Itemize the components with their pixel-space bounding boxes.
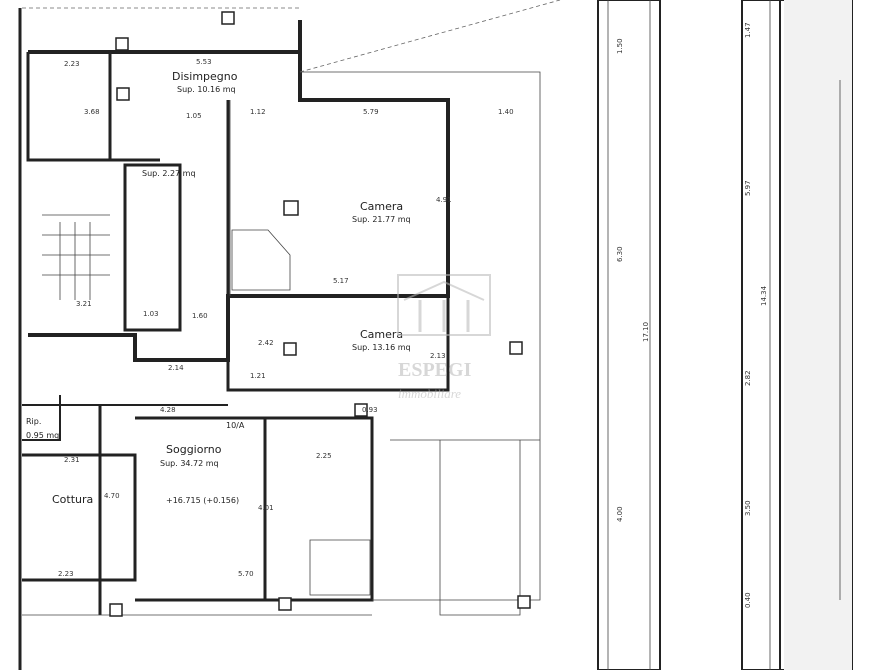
room-area-camera-2: Sup. 13.16 mq bbox=[352, 343, 411, 352]
dim-label: 0.40 bbox=[744, 592, 752, 608]
dim-label: 5.70 bbox=[238, 570, 254, 578]
dim-label: 6.30 bbox=[616, 246, 624, 262]
watermark-sub: immobiliare bbox=[398, 386, 461, 401]
room-name-camera-2: Camera bbox=[360, 328, 403, 341]
dim-label: 2.42 bbox=[258, 339, 274, 347]
column-markers bbox=[109, 11, 531, 617]
dim-label: 5.17 bbox=[333, 277, 349, 285]
dimension-labels: 5.53 2.23 3.68 1.05 1.12 5.79 1.40 4.91 … bbox=[58, 22, 768, 608]
dim-label: 5.79 bbox=[363, 108, 379, 116]
dim-label: 4.01 bbox=[258, 504, 274, 512]
dim-label: 2.13 bbox=[430, 352, 446, 360]
level-mark: +16.715 (+0.156) bbox=[166, 496, 239, 505]
dim-label: 1.21 bbox=[250, 372, 266, 380]
room-name-soggiorno: Soggiorno bbox=[166, 443, 222, 456]
dim-label: 2.23 bbox=[58, 570, 74, 578]
dim-label: 4.28 bbox=[160, 406, 176, 414]
watermark-logo: ESPEGI immobiliare bbox=[397, 274, 491, 401]
dim-label: 4.70 bbox=[104, 492, 120, 500]
dim-label: 3.50 bbox=[744, 500, 752, 516]
room-area-wardrobe: Sup. 2.27 mq bbox=[142, 169, 196, 178]
dim-label: 3.21 bbox=[76, 300, 92, 308]
unit-label: 10/A bbox=[226, 421, 245, 430]
watermark-brand: ESPEGI bbox=[398, 359, 472, 381]
elevation-strips bbox=[597, 0, 853, 670]
dim-label: 4.00 bbox=[616, 506, 624, 522]
secondary-lines bbox=[22, 0, 561, 616]
room-area-camera-1: Sup. 21.77 mq bbox=[352, 215, 411, 224]
room-name-cottura: Cottura bbox=[52, 493, 93, 506]
dim-label: 1.47 bbox=[744, 22, 752, 38]
room-name-rip: Rip. bbox=[26, 417, 41, 426]
dim-label: 2.14 bbox=[168, 364, 184, 372]
room-name-disimpegno: Disimpegno bbox=[172, 70, 238, 83]
walls bbox=[18, 8, 450, 670]
dim-label: 14.34 bbox=[760, 285, 768, 306]
room-area-soggiorno: Sup. 34.72 mq bbox=[160, 459, 219, 468]
dim-label: 3.68 bbox=[84, 108, 100, 116]
dim-label: 1.03 bbox=[143, 310, 159, 318]
dim-label: 1.05 bbox=[186, 112, 202, 120]
dim-label: 1.40 bbox=[498, 108, 514, 116]
dim-label: 0.93 bbox=[362, 406, 378, 414]
dim-label: 2.82 bbox=[744, 370, 752, 386]
dim-label: 5.97 bbox=[744, 180, 752, 196]
dim-label: 17.10 bbox=[642, 322, 650, 342]
room-area-rip: 0.95 mq bbox=[26, 431, 59, 440]
dim-label: 2.25 bbox=[316, 452, 332, 460]
dim-label: 1.60 bbox=[192, 312, 208, 320]
room-name-camera-1: Camera bbox=[360, 200, 403, 213]
room-area-disimpegno: Sup. 10.16 mq bbox=[177, 85, 236, 94]
dim-label: 2.31 bbox=[64, 456, 80, 464]
dim-label: 2.23 bbox=[64, 60, 80, 68]
dim-label: 5.53 bbox=[196, 58, 212, 66]
dim-label: 1.50 bbox=[616, 38, 624, 54]
dim-label: 4.91 bbox=[436, 196, 452, 204]
dim-label: 1.12 bbox=[250, 108, 266, 116]
